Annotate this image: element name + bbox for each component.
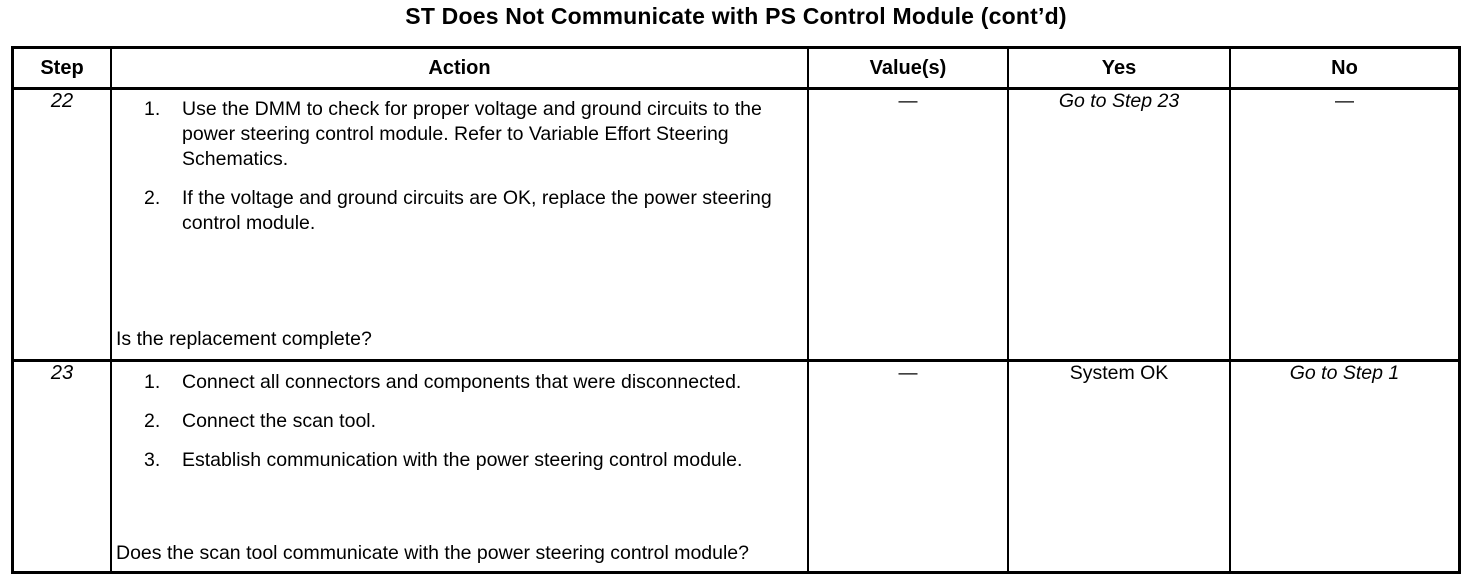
action-step-number: 1. (144, 98, 161, 120)
no-cell: — (1230, 88, 1458, 362)
action-step-text: If the voltage and ground circuits are O… (182, 187, 772, 234)
value-dash: — (898, 91, 918, 112)
column-header-action: Action (111, 49, 809, 90)
action-step-number: 1. (144, 370, 161, 393)
action-step-text: Connect all connectors and components th… (182, 370, 742, 393)
action-step-text: Use the DMM to check for proper voltage … (182, 98, 762, 170)
action-cell: 1. Connect all connectors and components… (111, 360, 809, 571)
action-step-item: 2. If the voltage and ground circuits ar… (116, 186, 797, 236)
value-cell: — (808, 360, 1009, 571)
action-step-number: 2. (144, 187, 161, 209)
action-step-number: 3. (144, 448, 161, 471)
yes-cell: Go to Step 23 (1008, 88, 1231, 362)
table-row: 22 1. Use the DMM to check for proper vo… (14, 88, 1458, 362)
step-number: 22 (14, 88, 112, 362)
column-header-yes: Yes (1008, 49, 1231, 90)
action-step-item: 1. Use the DMM to check for proper volta… (116, 97, 797, 172)
step-number: 23 (14, 360, 112, 571)
action-question: Is the replacement complete? (116, 327, 372, 350)
column-header-step: Step (14, 49, 112, 90)
action-step-number: 2. (144, 409, 161, 432)
action-cell: 1. Use the DMM to check for proper volta… (111, 88, 809, 362)
action-step-item: 2. Connect the scan tool. (116, 409, 797, 434)
action-step-item: 1. Connect all connectors and components… (116, 370, 797, 395)
action-step-item: 3. Establish communication with the powe… (116, 448, 797, 473)
action-step-text: Connect the scan tool. (182, 409, 377, 432)
page-title: ST Does Not Communicate with PS Control … (405, 3, 1067, 29)
column-header-values: Value(s) (808, 49, 1009, 90)
action-question: Does the scan tool communicate with the … (116, 542, 749, 564)
value-cell: — (808, 88, 1009, 362)
yes-cell: System OK (1008, 360, 1231, 571)
action-step-list: 1. Connect all connectors and components… (116, 370, 797, 473)
action-step-list: 1. Use the DMM to check for proper volta… (116, 97, 797, 236)
column-header-no: No (1230, 49, 1458, 90)
table-row: 23 1. Connect all connectors and compone… (14, 360, 1458, 571)
value-dash: — (898, 362, 918, 384)
no-dash: — (1335, 91, 1354, 112)
action-step-text: Establish communication with the power s… (182, 448, 743, 471)
no-cell: Go to Step 1 (1289, 361, 1400, 384)
diagnostic-table: Step Action Value(s) Yes No 22 1. (11, 46, 1461, 574)
table-header-row: Step Action Value(s) Yes No (14, 49, 1458, 90)
